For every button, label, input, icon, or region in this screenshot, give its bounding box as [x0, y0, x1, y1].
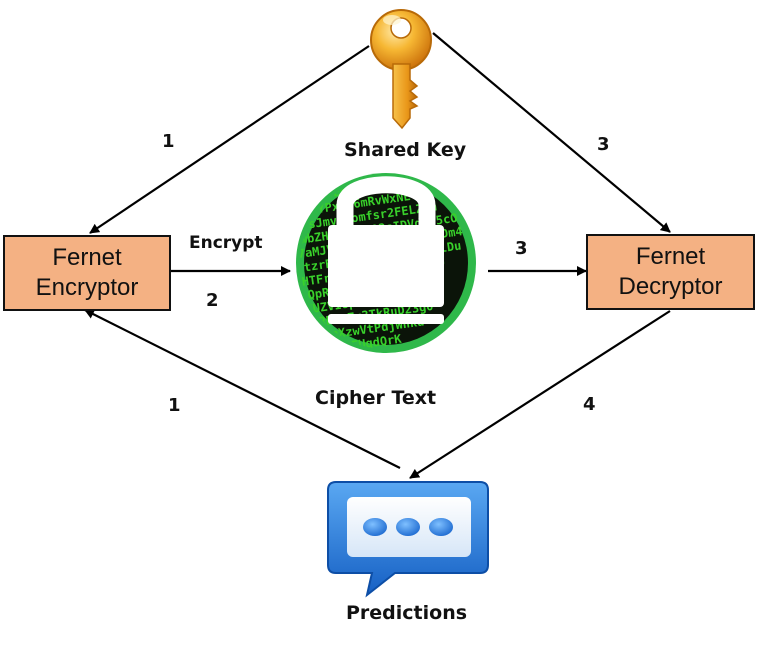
chat-bubble-icon — [327, 481, 489, 598]
edge-key-to-decryptor — [432, 32, 671, 233]
cipher-text-label: Cipher Text — [315, 387, 437, 409]
edge-predictions-to-encryptor — [84, 309, 401, 469]
shared-key-label: Shared Key — [344, 139, 467, 161]
encryptor-label-line2: Encryptor — [35, 274, 139, 301]
edge-number-key-to-encryptor: 1 — [162, 131, 175, 152]
edge-number-key-to-decryptor: 3 — [597, 134, 610, 155]
edge-number-decryptor-to-predictions: 4 — [583, 394, 596, 415]
decryptor-label-line1: Fernet — [635, 243, 706, 270]
edge-key-to-encryptor — [89, 45, 370, 234]
key-icon — [370, 9, 432, 130]
lock-cipher-icon: 3YRASOEmpnql8ISbYPxGW6mRvWxNEifsJmvs0omf… — [294, 171, 478, 355]
edge-number-predictions-to-encryptor: 1 — [168, 395, 181, 416]
encrypt-label: Encrypt — [189, 233, 263, 253]
encryptor-label-line1: Fernet — [52, 244, 122, 271]
edge-number-cipher-to-decryptor: 3 — [515, 238, 528, 259]
edge-decryptor-to-predictions — [409, 310, 671, 479]
fernet-encryptor-node: Fernet Encryptor — [3, 235, 171, 311]
fernet-decryptor-node: Fernet Decryptor — [586, 234, 755, 310]
decryptor-label-line2: Decryptor — [618, 273, 723, 300]
edge-number-encryptor-to-cipher: 2 — [206, 290, 219, 311]
predictions-label: Predictions — [346, 602, 468, 624]
